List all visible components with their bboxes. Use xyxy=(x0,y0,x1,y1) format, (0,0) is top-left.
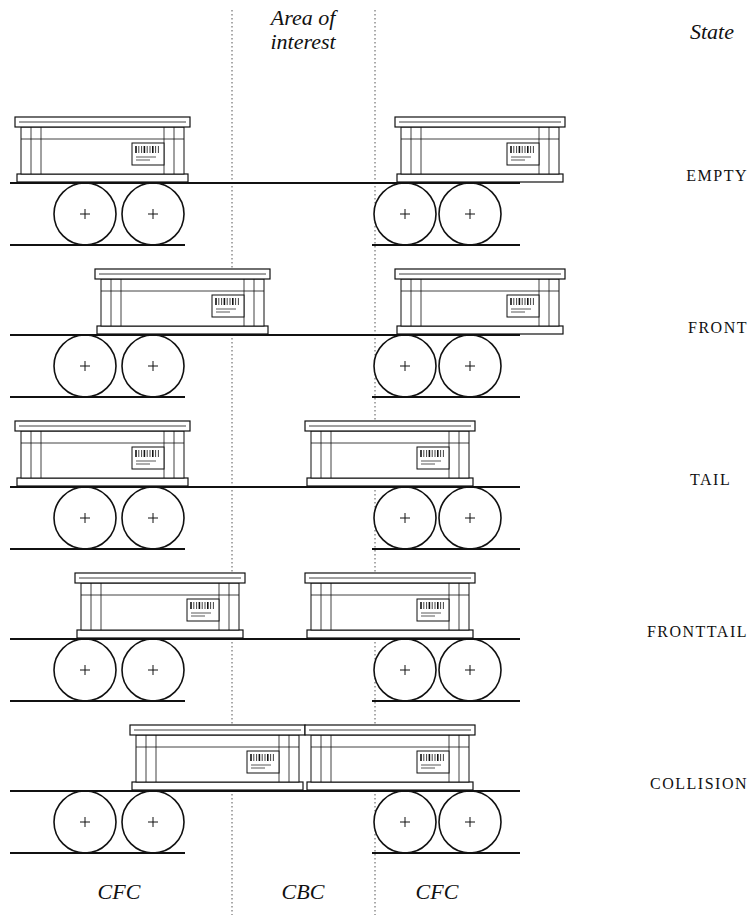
section-label: CBC xyxy=(282,880,325,904)
belt xyxy=(372,700,520,702)
roller xyxy=(54,487,116,549)
tote xyxy=(305,573,475,638)
tote xyxy=(305,725,475,790)
belt xyxy=(10,548,185,550)
conveyor-row xyxy=(10,421,520,549)
roller xyxy=(54,183,116,245)
state-label: EMPTY xyxy=(686,167,748,185)
region-label: Area of interest xyxy=(248,6,358,54)
roller xyxy=(54,335,116,397)
belt xyxy=(372,852,520,854)
roller xyxy=(439,639,501,701)
section-label: CFC xyxy=(416,880,459,904)
tote xyxy=(95,269,270,334)
state-label: FRONTTAIL xyxy=(647,623,748,641)
tote xyxy=(15,421,190,486)
roller xyxy=(122,639,184,701)
section-label: CFC xyxy=(98,880,141,904)
column-heading: State xyxy=(690,20,734,44)
roller xyxy=(122,183,184,245)
roller xyxy=(439,791,501,853)
belt xyxy=(10,244,185,246)
roller xyxy=(439,487,501,549)
conveyor-row xyxy=(10,117,565,245)
tote xyxy=(395,269,565,334)
belt xyxy=(10,396,185,398)
roller xyxy=(439,183,501,245)
state-label: TAIL xyxy=(690,471,731,489)
roller xyxy=(54,639,116,701)
tote xyxy=(130,725,305,790)
conveyor-row xyxy=(10,725,520,853)
belt xyxy=(372,244,520,246)
belt xyxy=(10,852,185,854)
state-label: COLLISION xyxy=(650,775,748,793)
tote xyxy=(15,117,190,182)
roller xyxy=(374,183,436,245)
belt xyxy=(372,548,520,550)
belt xyxy=(10,700,185,702)
roller xyxy=(374,487,436,549)
conveyor-row xyxy=(10,269,565,397)
roller xyxy=(122,487,184,549)
roller xyxy=(54,791,116,853)
roller xyxy=(374,639,436,701)
roller xyxy=(374,791,436,853)
tote xyxy=(395,117,565,182)
belt xyxy=(372,396,520,398)
roller xyxy=(122,791,184,853)
tote xyxy=(305,421,475,486)
conveyor-row xyxy=(10,573,520,701)
state-label: FRONT xyxy=(688,319,748,337)
roller xyxy=(122,335,184,397)
roller xyxy=(374,335,436,397)
roller xyxy=(439,335,501,397)
tote xyxy=(75,573,245,638)
